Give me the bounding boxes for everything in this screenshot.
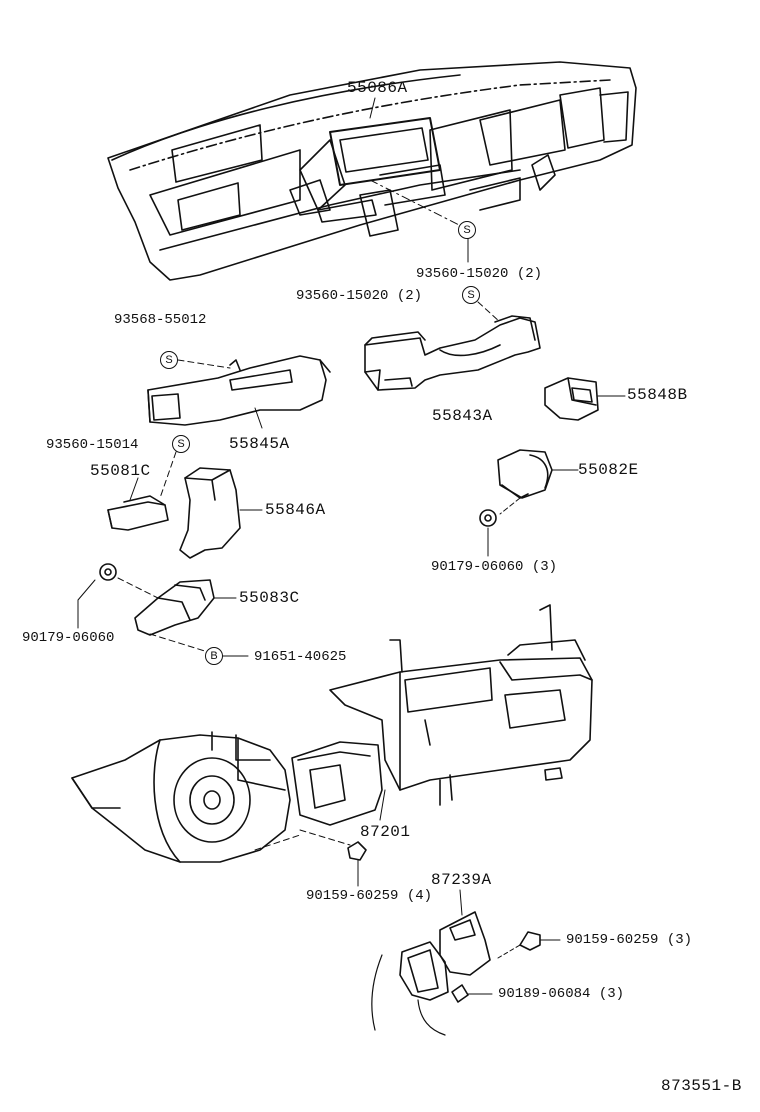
- duct-55843a-drawing: [364, 315, 541, 391]
- vent-55082e-drawing: [497, 449, 579, 515]
- label-55086a: 55086A: [347, 79, 408, 97]
- screw-symbol-s-1: S: [458, 221, 476, 239]
- instrument-panel-drawing: [107, 61, 637, 281]
- label-87201: 87201: [360, 823, 411, 841]
- nut-90179-drawing: [77, 509, 497, 629]
- label-55081c: 55081C: [90, 462, 151, 480]
- label-90179-06060: 90179-06060: [22, 630, 115, 646]
- duct-55846a-drawing: [179, 467, 263, 559]
- heater-blower-assembly-drawing: [71, 604, 593, 863]
- label-93560-15020-a: 93560-15020 (2): [416, 266, 543, 282]
- duct-55845a-drawing: [147, 355, 331, 429]
- label-90179-06060-3: 90179-06060 (3): [431, 559, 558, 575]
- label-87239a: 87239A: [431, 871, 492, 889]
- label-90159-60259-4: 90159-60259 (4): [306, 888, 433, 904]
- label-55845a: 55845A: [229, 435, 290, 453]
- screw-symbol-s-3: S: [160, 351, 178, 369]
- duct-55083c-drawing: [134, 579, 249, 657]
- figure-id: 873551-B: [661, 1077, 742, 1095]
- vent-55848b-drawing: [544, 377, 626, 421]
- bolt-symbol-b: B: [205, 647, 223, 665]
- leader-lines-top: [369, 97, 501, 323]
- vent-55081c-drawing: [107, 451, 177, 531]
- screw-symbol-s-4: S: [172, 435, 190, 453]
- screw-90159-4-drawing: [347, 841, 367, 887]
- screw-symbol-s-2: S: [462, 286, 480, 304]
- label-55843a: 55843A: [432, 407, 493, 425]
- damper-87239a-drawing: [371, 889, 561, 1036]
- label-55083c: 55083C: [239, 589, 300, 607]
- label-93568-55012: 93568-55012: [114, 312, 207, 328]
- label-55082e: 55082E: [578, 461, 639, 479]
- label-90189-06084-3: 90189-06084 (3): [498, 986, 625, 1002]
- label-91651-40625: 91651-40625: [254, 649, 347, 665]
- label-90159-60259-3: 90159-60259 (3): [566, 932, 693, 948]
- label-55846a: 55846A: [265, 501, 326, 519]
- label-93560-15020-b: 93560-15020 (2): [296, 288, 423, 304]
- label-55848b: 55848B: [627, 386, 688, 404]
- label-93560-15014: 93560-15014: [46, 437, 139, 453]
